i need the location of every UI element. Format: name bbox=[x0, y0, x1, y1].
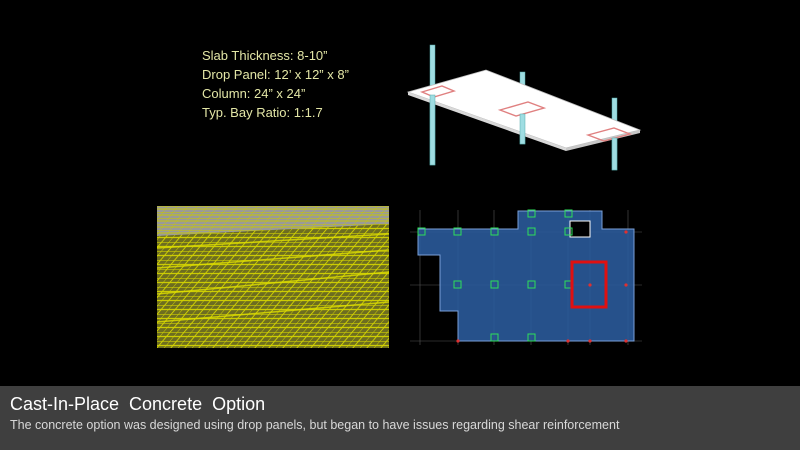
plan-opening bbox=[569, 220, 591, 238]
spec-bay-ratio: Typ. Bay Ratio: 1:1.7 bbox=[202, 105, 323, 120]
slide-title: Cast-In-Place Concrete Option bbox=[10, 394, 266, 414]
drop-panel-middle bbox=[497, 101, 547, 117]
plan-highlight-box bbox=[570, 260, 608, 309]
spec-column: Column: 24” x 24” bbox=[202, 86, 306, 101]
floor-plan-diagram bbox=[410, 205, 642, 345]
spec-slab-thickness: Slab Thickness: 8-10” bbox=[202, 48, 328, 63]
column-middle-lower bbox=[519, 113, 526, 145]
column-right-lower bbox=[611, 137, 618, 171]
spec-drop-panel: Drop Panel: 12’ x 12” x 8” bbox=[202, 67, 349, 82]
drop-panel-right bbox=[585, 127, 633, 142]
slab-isometric-diagram bbox=[406, 44, 642, 171]
spec-list: Slab Thickness: 8-10” Drop Panel: 12’ x … bbox=[202, 46, 349, 122]
rebar-3d-render bbox=[157, 206, 389, 348]
slab-edge-front bbox=[408, 92, 566, 151]
slide-subtitle: The concrete option was designed using d… bbox=[10, 418, 620, 432]
column-left-lower bbox=[429, 94, 436, 166]
footer-bar: Cast-In-Place Concrete Option The concre… bbox=[0, 386, 800, 450]
